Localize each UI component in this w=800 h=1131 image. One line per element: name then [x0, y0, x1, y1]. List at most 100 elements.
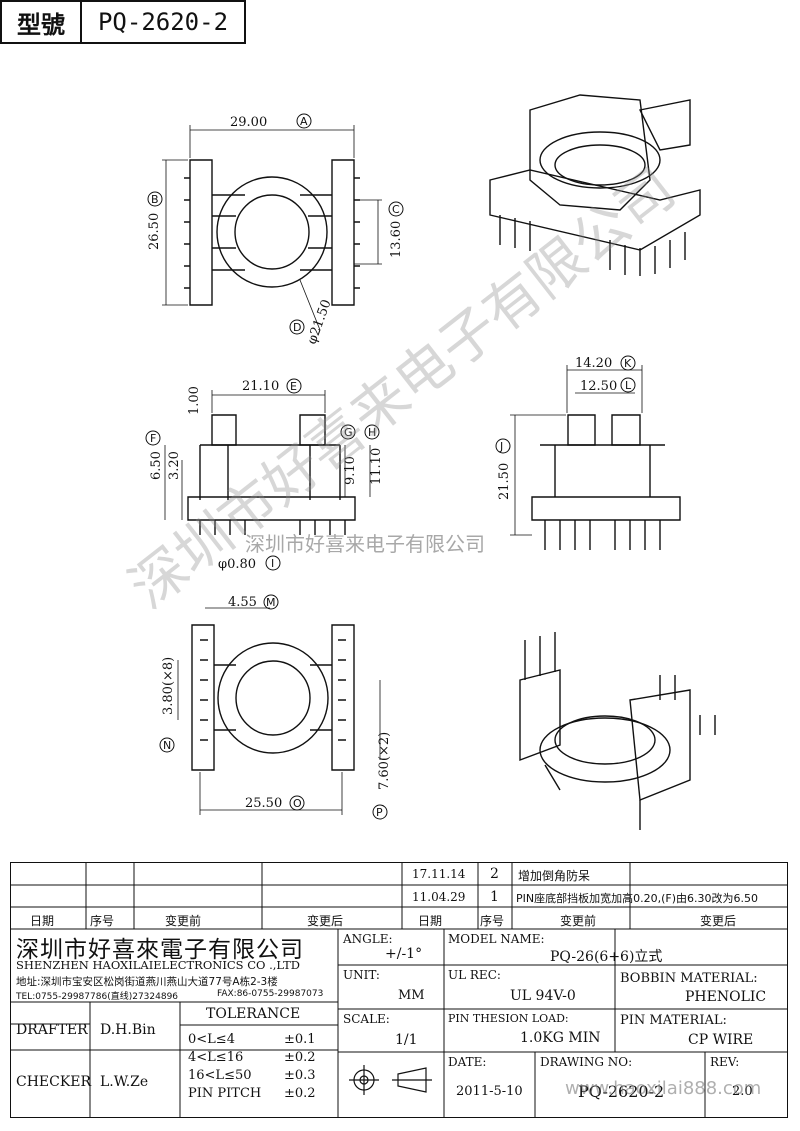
company-addr: 地址:深圳市宝安区松岗街道燕川燕山大道77号A栋2-3楼 [16, 976, 278, 988]
dim-g-val: 3.20 [167, 451, 182, 480]
dim-h: 11.10 [369, 448, 384, 485]
tolerance-label: TOLERANCE [206, 1006, 301, 1022]
drawing-no-value: PQ-2620-2 [578, 1082, 665, 1101]
watermark-url: www.haoxilai888.com [565, 1078, 762, 1099]
hdr-before-2: 变更前 [560, 914, 597, 928]
dim-l: 12.50 [580, 379, 617, 394]
top-view [162, 125, 382, 331]
dim-c: 13.60 [389, 221, 404, 258]
letter-b: B [151, 193, 159, 206]
letter-i: I [271, 557, 274, 570]
dim-p: 7.60(×2) [377, 732, 392, 790]
letter-l: L [625, 379, 632, 392]
letter-h: H [368, 426, 376, 439]
tol-val-3: ±0.3 [284, 1068, 316, 1083]
ul-label: UL REC: [448, 968, 501, 982]
letter-g: G [344, 426, 353, 439]
dim-a: 29.00 [230, 115, 267, 130]
tol-range-1: 0<L≤4 [188, 1032, 235, 1047]
bottom-view [177, 607, 381, 815]
rev2-desc: 增加倒角防呆 [518, 869, 591, 883]
letter-e: E [290, 380, 297, 393]
dim-k: 14.20 [575, 356, 612, 371]
tol-range-3: 16<L≤50 [188, 1068, 252, 1083]
model-value: PQ-26(6+6)立式 [550, 949, 663, 965]
dim-f: 6.50 [149, 451, 164, 480]
watermark-sub: 深圳市好喜来电子有限公司 [245, 532, 485, 556]
tol-range-2: 4<L≤16 [188, 1050, 244, 1065]
letter-c: C [392, 203, 400, 216]
dim-g: 9.10 [343, 456, 358, 485]
rev1-no: 1 [490, 889, 499, 905]
drawing-no-label: DRAWING NO: [540, 1055, 633, 1069]
dim-g-h-top: 1.00 [187, 386, 202, 415]
rev1-date: 11.04.29 [412, 890, 466, 904]
letter-n: N [163, 739, 171, 752]
company-cn: 深圳市好喜來電子有限公司 [16, 937, 304, 963]
angle-label: ANGLE: [343, 932, 393, 946]
dim-j: 21.50 [497, 463, 512, 500]
dim-d: φ21.50 [305, 298, 335, 347]
letter-p: P [376, 806, 383, 819]
model-number: PQ-2620-2 [97, 8, 229, 36]
letter-o: O [293, 797, 302, 810]
scale-label: SCALE: [343, 1012, 390, 1026]
letter-f: F [150, 432, 156, 445]
scale-value: 1/1 [395, 1032, 418, 1048]
company-tel: TEL:0755-29987786(直线)27324896 [16, 992, 179, 1002]
load-value: 1.0KG MIN [520, 1030, 601, 1046]
model-label: 型號 [2, 2, 82, 42]
tol-val-2: ±0.2 [284, 1050, 316, 1065]
dim-m: 4.55 [228, 595, 257, 610]
dim-i: φ0.80 [218, 557, 256, 572]
tol-val-1: ±0.1 [284, 1032, 316, 1047]
hdr-after-2: 变更后 [700, 914, 737, 928]
hdr-after: 变更后 [307, 914, 344, 928]
date-label: DATE: [448, 1055, 487, 1069]
unit-label: UNIT: [343, 968, 380, 982]
title-box: 型號 PQ-2620-2 [0, 0, 246, 44]
unit-value: MM [398, 988, 425, 1003]
load-label: PIN THESION LOAD: [448, 1012, 569, 1025]
company-en: SHENZHEN HAOXILAIELECTRONICS CO .,LTD [16, 958, 300, 972]
pin-material-label: PIN MATERIAL: [620, 1013, 727, 1028]
drafter-name: D.H.Bin [100, 1022, 156, 1038]
checker-label: CHECKER [16, 1074, 92, 1090]
title-block-grid [10, 862, 788, 1118]
bobbin-label: BOBBIN MATERIAL: [620, 971, 758, 986]
pin-material-value: CP WIRE [688, 1032, 754, 1048]
drafter-label: DRAFTER [16, 1022, 88, 1038]
technical-drawing: 29.00 26.50 13.60 φ21.50 21.10 1.00 6.50… [145, 94, 716, 830]
model-label-field: MODEL NAME: [448, 932, 545, 946]
letter-k: K [624, 357, 632, 370]
rev2-no: 2 [490, 866, 499, 882]
tol-range-4: PIN PITCH [188, 1086, 262, 1101]
letter-d: D [293, 321, 301, 334]
hdr-no-2: 序号 [480, 914, 505, 928]
dim-n: 3.80(×8) [161, 657, 176, 715]
hdr-date: 日期 [30, 914, 55, 928]
hdr-before: 变更前 [165, 914, 202, 928]
angle-value: +/-1° [385, 946, 423, 962]
company-fax: FAX:86-0755-29987073 [217, 989, 324, 999]
letter-j: J [499, 440, 503, 453]
rev-value: 2.0 [732, 1084, 753, 1099]
tol-val-4: ±0.2 [284, 1086, 316, 1101]
hdr-no: 序号 [90, 914, 115, 928]
iso-view-bottom [519, 632, 716, 830]
dim-o: 25.50 [245, 796, 282, 811]
checker-name: L.W.Ze [100, 1074, 149, 1090]
front-view [510, 365, 681, 550]
date-value: 2011-5-10 [456, 1084, 523, 1099]
hdr-date-2: 日期 [418, 914, 443, 928]
ul-value: UL 94V-0 [510, 988, 576, 1004]
side-view [164, 390, 371, 535]
bobbin-value: PHENOLIC [685, 989, 767, 1005]
rev1-desc: PIN座底部挡板加宽加高0.20,(F)由6.30改为6.50 [516, 892, 758, 905]
letter-a: A [300, 115, 308, 128]
projection-symbol [349, 1065, 432, 1095]
dim-e: 21.10 [242, 379, 279, 394]
rev2-date: 17.11.14 [412, 867, 466, 881]
iso-view-top [489, 94, 701, 276]
letter-m: M [266, 596, 276, 609]
